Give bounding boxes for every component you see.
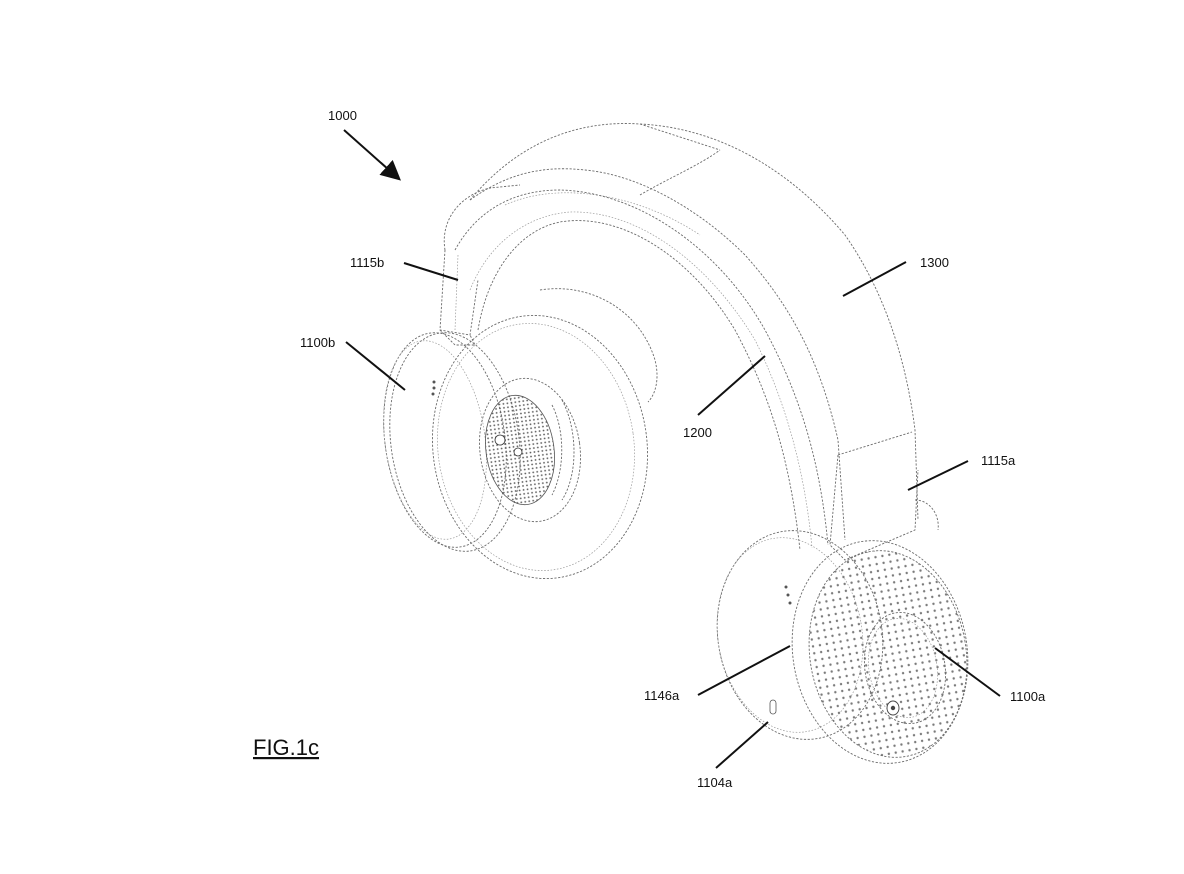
leader-1115a (907, 460, 969, 491)
leader-1100a (934, 647, 1001, 697)
label-1146a: 1146a (644, 688, 680, 703)
leader-1300 (842, 261, 907, 297)
label-1300: 1300 (920, 255, 949, 270)
label-1100a: 1100a (1010, 689, 1046, 704)
earcup-b-drawing (383, 314, 648, 580)
label-1115b: 1115b (350, 255, 384, 270)
label-1100b: 1100b (300, 335, 335, 350)
leader-1115b (403, 262, 459, 281)
leader-1146a (697, 645, 791, 696)
leader-1000 (343, 129, 401, 181)
label-1115a: 1115a (981, 453, 1016, 468)
label-1104a: 1104a (697, 775, 733, 790)
reference-labels: 1000 1300 1200 1115b 1115a 1100b 1100a 1… (253, 108, 1046, 790)
leader-1104a (715, 721, 769, 769)
label-1000: 1000 (328, 108, 357, 123)
leader-1200 (697, 355, 766, 416)
headband-drawing (439, 123, 939, 561)
leader-1100b (345, 341, 406, 391)
earcup-a-drawing (716, 530, 969, 764)
label-1200: 1200 (683, 425, 712, 440)
figure-label: FIG.1c (253, 735, 319, 760)
leader-lines (343, 129, 1001, 769)
